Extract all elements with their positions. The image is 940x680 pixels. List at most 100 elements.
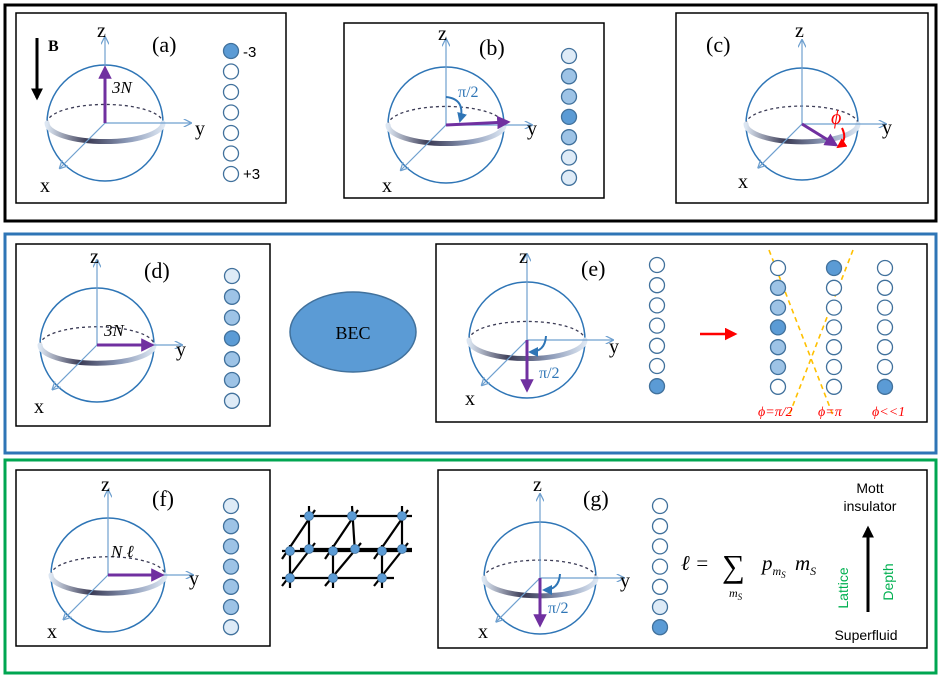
axis-y-a: y <box>195 118 205 140</box>
lattice-site <box>304 544 314 554</box>
population-dot <box>651 497 669 515</box>
population-dot <box>651 578 669 595</box>
dashed-line-1 <box>768 249 835 419</box>
population-dot <box>876 339 894 356</box>
population-dot <box>651 538 669 555</box>
population-dot <box>825 299 843 316</box>
population-dot <box>222 165 240 183</box>
rotation-arrow-g <box>542 573 561 595</box>
population-dot <box>222 578 240 595</box>
formula-lhs: ℓ = <box>681 551 709 575</box>
population-dot <box>648 256 666 274</box>
lattice-label: Lattice <box>835 567 851 608</box>
population-dot <box>223 267 241 285</box>
mott-label-line1: Mott <box>856 480 883 496</box>
population-dot <box>223 392 241 409</box>
rotation-arrow-b <box>445 96 467 123</box>
axis-y-b: y <box>527 118 537 140</box>
group-frame-middle <box>3 232 938 455</box>
panel-d-frame <box>15 243 271 427</box>
equator-front <box>48 572 168 596</box>
population-dot <box>651 518 669 535</box>
axis-y-c: y <box>882 117 892 139</box>
superfluid-label: Superfluid <box>834 627 897 643</box>
population-dot <box>876 259 894 277</box>
spin-length-label-f: N ℓ <box>110 542 134 561</box>
population-dot <box>769 339 787 356</box>
panel-label-c: (c) <box>706 32 730 57</box>
population-dot <box>648 357 666 375</box>
axis-y-f: y <box>189 568 199 590</box>
equator-front <box>44 120 166 145</box>
population-dot <box>825 358 843 376</box>
population-dot <box>769 319 787 336</box>
population-dot <box>769 259 787 277</box>
lattice-site <box>328 573 338 583</box>
population-dot <box>825 339 843 356</box>
angle-label-c: ϕ <box>831 107 841 129</box>
population-column-e-phase-2 <box>825 259 843 395</box>
population-dot <box>222 42 240 60</box>
axis-x <box>60 122 106 168</box>
axis-x-g: x <box>478 621 488 643</box>
population-dot <box>223 330 241 347</box>
panel-label-a: (a) <box>152 32 176 57</box>
spin-vector-b <box>445 115 511 130</box>
panel-label-g: (g) <box>583 486 609 511</box>
axis-y-e: y <box>609 336 619 358</box>
population-dot <box>825 319 843 336</box>
population-dot <box>222 145 240 162</box>
population-dot <box>769 279 787 296</box>
angle-label-e: π/2 <box>539 365 560 382</box>
population-dot <box>825 259 843 277</box>
panel-a-frame <box>15 12 287 204</box>
population-dot <box>651 619 669 636</box>
axis-x <box>482 339 528 385</box>
equator-front <box>385 122 507 147</box>
population-dot <box>560 169 578 186</box>
axis-z-b: z <box>438 23 447 45</box>
phase-label-3: ϕ<<1 <box>872 405 905 420</box>
axis-y-d: y <box>176 339 186 361</box>
population-dot <box>560 88 578 105</box>
panel-g-frame <box>437 469 928 649</box>
population-dot <box>825 378 843 395</box>
bloch-sphere-a <box>44 37 191 182</box>
lattice-site <box>285 546 295 556</box>
group-frame-bottom <box>3 458 938 675</box>
axis-x-b: x <box>382 175 392 197</box>
level-label-top: -3 <box>243 44 256 61</box>
population-dot <box>769 358 787 376</box>
population-dot <box>876 319 894 336</box>
population-dot <box>223 371 241 389</box>
population-dot <box>222 83 240 101</box>
formula-m: mS <box>795 551 816 578</box>
population-dot <box>222 619 240 636</box>
population-column-e-phase-3 <box>876 259 894 395</box>
formula-sum-index: mS <box>729 586 743 602</box>
bloch-sphere-f <box>48 490 193 633</box>
population-dot <box>876 299 894 316</box>
population-dot <box>222 104 240 121</box>
population-column-f <box>222 497 240 636</box>
population-dot <box>769 378 787 395</box>
field-label: B <box>48 38 59 55</box>
population-column-d <box>223 267 241 409</box>
phase-arrow-c <box>836 127 848 149</box>
population-column-b <box>560 47 578 186</box>
axis-y-g: y <box>620 570 630 592</box>
axis-x <box>758 123 803 168</box>
population-dot <box>223 309 241 326</box>
population-dot <box>648 337 666 354</box>
angle-label-b: π/2 <box>458 84 479 101</box>
population-dot <box>222 124 240 142</box>
panel-label-b: (b) <box>479 35 505 60</box>
population-dot <box>560 129 578 146</box>
optical-lattice <box>281 505 412 588</box>
magnetization-formula: ℓ = ∑ mS pmS mS <box>681 548 816 602</box>
axis-x-e: x <box>465 388 475 410</box>
population-dot <box>222 558 240 575</box>
panel-f-frame <box>15 469 271 647</box>
population-dot <box>222 63 240 80</box>
